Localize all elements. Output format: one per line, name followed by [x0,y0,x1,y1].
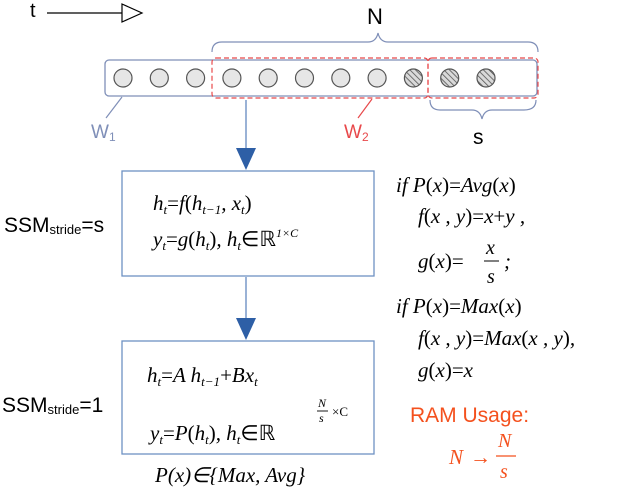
ram-usage-title: RAM Usage: [410,404,529,427]
max-f-def: f(x , y)=Max(x , y), [418,326,575,350]
avg-f-def: f(x , y)=x+y , [418,204,525,228]
w2-leader [357,98,373,119]
stride-brace [429,99,537,120]
n-brace [211,32,539,53]
avg-g-def: g(x)= x s ; [418,237,511,288]
if-max-line: if P(x)=Max(x) [396,294,522,318]
stride-window [427,57,539,99]
ram-usage-formula: N → N s [448,430,516,483]
svg-text:s: s [319,411,324,425]
svg-text:N: N [448,445,464,469]
ssm-stride-s-box [121,170,375,277]
flow-arrow-1 [236,100,256,170]
max-g-def: g(x)=x [418,358,474,382]
sequence-token [149,68,169,88]
pooling-set: P(x)∈{Max, Avg} [154,463,306,487]
n-label: N [367,4,383,29]
flow-arrow-2 [236,277,256,340]
eq-recurrence-strided: ht=f(ht−1, xt) [153,191,252,217]
ssm-stride-1-box [121,340,375,455]
svg-text:g(x)=: g(x)= [418,249,464,273]
sequence-token [294,68,315,88]
stride-token [476,68,496,88]
sequence-token [186,68,206,88]
w1-leader [105,96,123,119]
w1-label: W1 [91,122,116,144]
time-arrow [47,3,144,23]
svg-text:→: → [470,445,491,469]
svg-text:×C: ×C [332,404,348,419]
stride-label: s [473,126,484,149]
svg-text:;: ; [504,249,511,273]
stride-token [403,68,423,88]
svg-text:N: N [497,430,513,452]
w2-label: W2 [344,122,369,144]
eq-recurrence-linear: ht=A ht−1+Bxt [147,363,258,389]
state-dim-superscript: N s ×C [317,396,348,425]
window-w2 [211,57,429,99]
ssm-stride-1-label: SSMstride=1 [2,394,103,417]
eq-output-pooled: yt=P(ht), ht∈ℝ [148,421,276,447]
if-avg-line: if P(x)=Avg(x) [396,173,516,197]
svg-text:s: s [500,461,508,483]
sequence-token [222,68,242,88]
sequence-tokens [113,68,496,88]
sequence-token [113,68,133,88]
svg-text:N: N [317,396,327,410]
sequence-token [331,68,351,88]
sequence-token [367,68,387,88]
svg-text:s: s [487,266,495,288]
eq-output-strided: yt=g(ht), ht∈ℝ1×C [151,226,299,253]
sequence-strip [104,59,538,97]
ssm-stride-s-label: SSMstride=s [4,214,104,237]
time-label: t [30,0,36,22]
sequence-token [258,68,278,88]
svg-text:x: x [485,237,495,259]
stride-token [440,68,460,88]
